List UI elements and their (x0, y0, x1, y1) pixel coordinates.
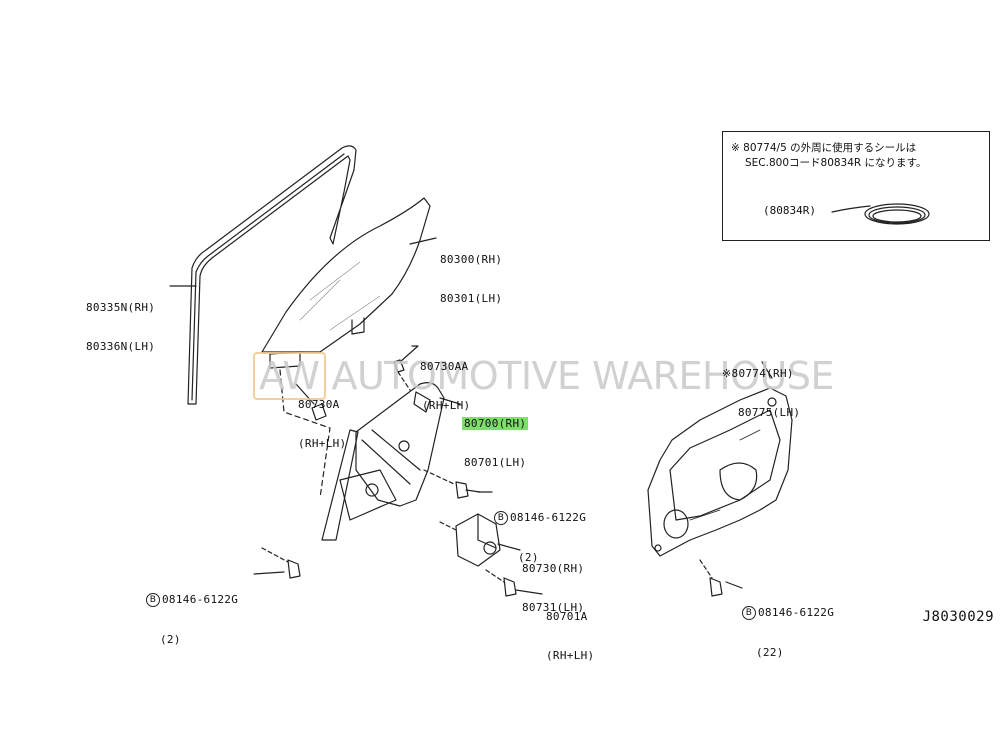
bolt-1a-num[interactable]: 80701A (546, 610, 588, 623)
moulding-lh[interactable]: 80336N(LH) (86, 340, 156, 353)
bolt-80701a (485, 569, 517, 597)
screw-right (709, 577, 723, 597)
screw-left-qty[interactable]: (2) (160, 633, 181, 646)
screw-left-num[interactable]: 08146-6122G (162, 593, 239, 606)
glass-lh[interactable]: 80301(LH) (440, 292, 503, 305)
bolt-1a-side[interactable]: (RH+LH) (546, 649, 595, 662)
screw-left (261, 547, 301, 579)
glass-rh[interactable]: 80300(RH) (440, 253, 503, 266)
regulator-motor (439, 513, 501, 567)
regulator-rh[interactable]: 80700(RH) (462, 417, 529, 430)
bolt-80730aa (393, 359, 411, 391)
screw-center-qty[interactable]: (2) (518, 551, 539, 564)
screw-right-num[interactable]: 08146-6122G (758, 606, 835, 619)
note-line-1: ※ 80774/5 の外周に使用するシールは (731, 142, 917, 154)
moulding-rh[interactable]: 80335N(RH) (86, 301, 156, 314)
panel-lh[interactable]: 80775(LH) (738, 406, 801, 419)
bolt-a-num[interactable]: 80730A (298, 398, 340, 411)
diagram-code: J8030029 (922, 609, 994, 625)
note-line-2: SEC.800コード80834R になります。 (745, 157, 927, 169)
bolt-80730a (311, 403, 327, 421)
label-motor[interactable]: 80730(RH) 80731(LH) (522, 536, 584, 627)
motor-rh[interactable]: 80730(RH) (522, 562, 585, 575)
bolt-symbol-icon: B (494, 511, 508, 525)
screw-center-num[interactable]: 08146-6122G (510, 511, 587, 524)
seal-coil (831, 203, 930, 225)
seal-label: (80834R) (763, 204, 816, 217)
bolt-a-side[interactable]: (RH+LH) (298, 437, 347, 450)
door-glass (261, 197, 431, 369)
label-regulator[interactable]: 80700(RH) 80701(LH) (462, 391, 529, 482)
label-panel[interactable]: ※80774(RH) 80775(LH) (722, 341, 800, 432)
door-inner-panel (647, 387, 793, 579)
label-bolt-a[interactable]: 80730A (RH+LH) (298, 372, 346, 463)
regulator-lh[interactable]: 80701(LH) (464, 456, 527, 469)
panel-rh[interactable]: ※80774(RH) (722, 367, 794, 380)
run-channel-moulding (187, 145, 357, 405)
label-moulding[interactable]: 80335N(RH) 80336N(LH) (86, 275, 155, 366)
label-bolt-1a[interactable]: 80701A (RH+LH) (546, 584, 594, 675)
bolt-symbol-icon: B (146, 593, 160, 607)
window-regulator (321, 382, 445, 541)
label-bolt-aa[interactable]: 80730AA (RH+LH) (420, 334, 470, 425)
screw-right-qty[interactable]: (22) (756, 646, 784, 659)
label-glass[interactable]: 80300(RH) 80301(LH) (440, 227, 502, 318)
bolt-aa-side[interactable]: (RH+LH) (422, 399, 471, 412)
note-box: ※ 80774/5 の外周に使用するシールは SEC.800コード80834R … (722, 131, 990, 241)
bolt-symbol-icon: B (742, 606, 756, 620)
bolt-aa-num[interactable]: 80730AA (420, 360, 469, 373)
motor-lh[interactable]: 80731(LH) (522, 601, 585, 614)
